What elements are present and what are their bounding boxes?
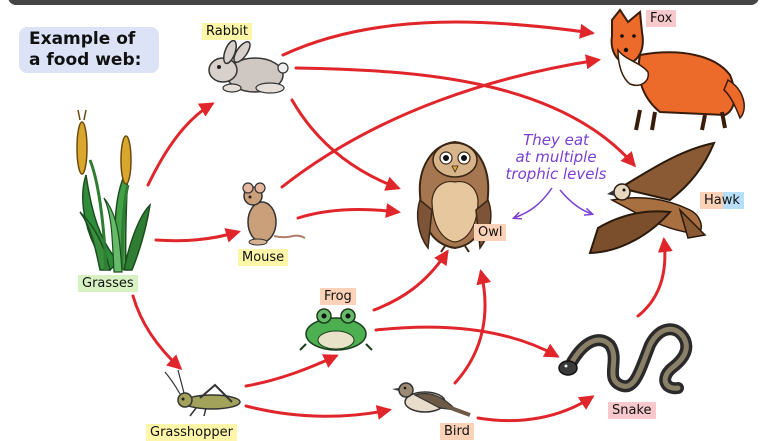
owl-label: Owl [474, 224, 507, 241]
arrow-rabbit-fox [281, 20, 595, 57]
grasses-label: Grasses [78, 275, 138, 292]
snake-icon [558, 323, 693, 395]
title-box: Example of a food web: [19, 27, 159, 73]
annotation-line-3: trophic levels [505, 165, 607, 183]
mouse-label: Mouse [238, 249, 289, 266]
arrow-grasses-rabbit [146, 102, 215, 187]
arrow-mouse-owl [296, 203, 401, 220]
top-border [8, 0, 759, 5]
fox-label: Fox [646, 10, 677, 27]
title-line-1: Example of [29, 29, 136, 49]
arrow-grasshopper-frog [244, 354, 339, 388]
annotation-text: They eat at multiple trophic levels [496, 132, 616, 183]
arrow-grasses-grasshopper [131, 294, 183, 371]
frog-label: Frog [320, 288, 356, 305]
annotation-arrow-owl [514, 187, 553, 218]
owl-icon [416, 140, 492, 253]
arrow-grasshopper-bird [244, 404, 392, 420]
title-line-2: a food web: [29, 50, 142, 70]
fox-icon [610, 8, 745, 131]
annotation-arrow-hawk [559, 189, 592, 214]
bird-icon [392, 382, 471, 417]
mouse-icon [242, 182, 306, 246]
snake-label: Snake [608, 402, 656, 419]
rabbit-label: Rabbit [202, 23, 252, 40]
arrow-frog-owl [372, 249, 449, 312]
arrow-bird-owl [453, 269, 492, 385]
grasshopper-label: Grasshopper [146, 424, 237, 441]
grasshopper-icon [164, 369, 241, 417]
frog-icon [299, 308, 373, 351]
grasses-icon [76, 109, 152, 273]
arrow-rabbit-owl [290, 98, 401, 191]
hawk-icon [588, 141, 716, 255]
arrow-frog-snake [374, 325, 560, 358]
arrow-bird-snake [476, 395, 595, 423]
rabbit-icon [208, 39, 289, 94]
arrow-mouse-fox [280, 54, 601, 189]
hawk-label: Hawk [700, 192, 744, 209]
annotation-line-2: at multiple [515, 148, 597, 166]
annotation-line-1: They eat [523, 131, 589, 149]
arrow-snake-hawk [636, 237, 673, 318]
bird-label: Bird [440, 423, 474, 440]
arrow-grasses-mouse [154, 228, 241, 243]
